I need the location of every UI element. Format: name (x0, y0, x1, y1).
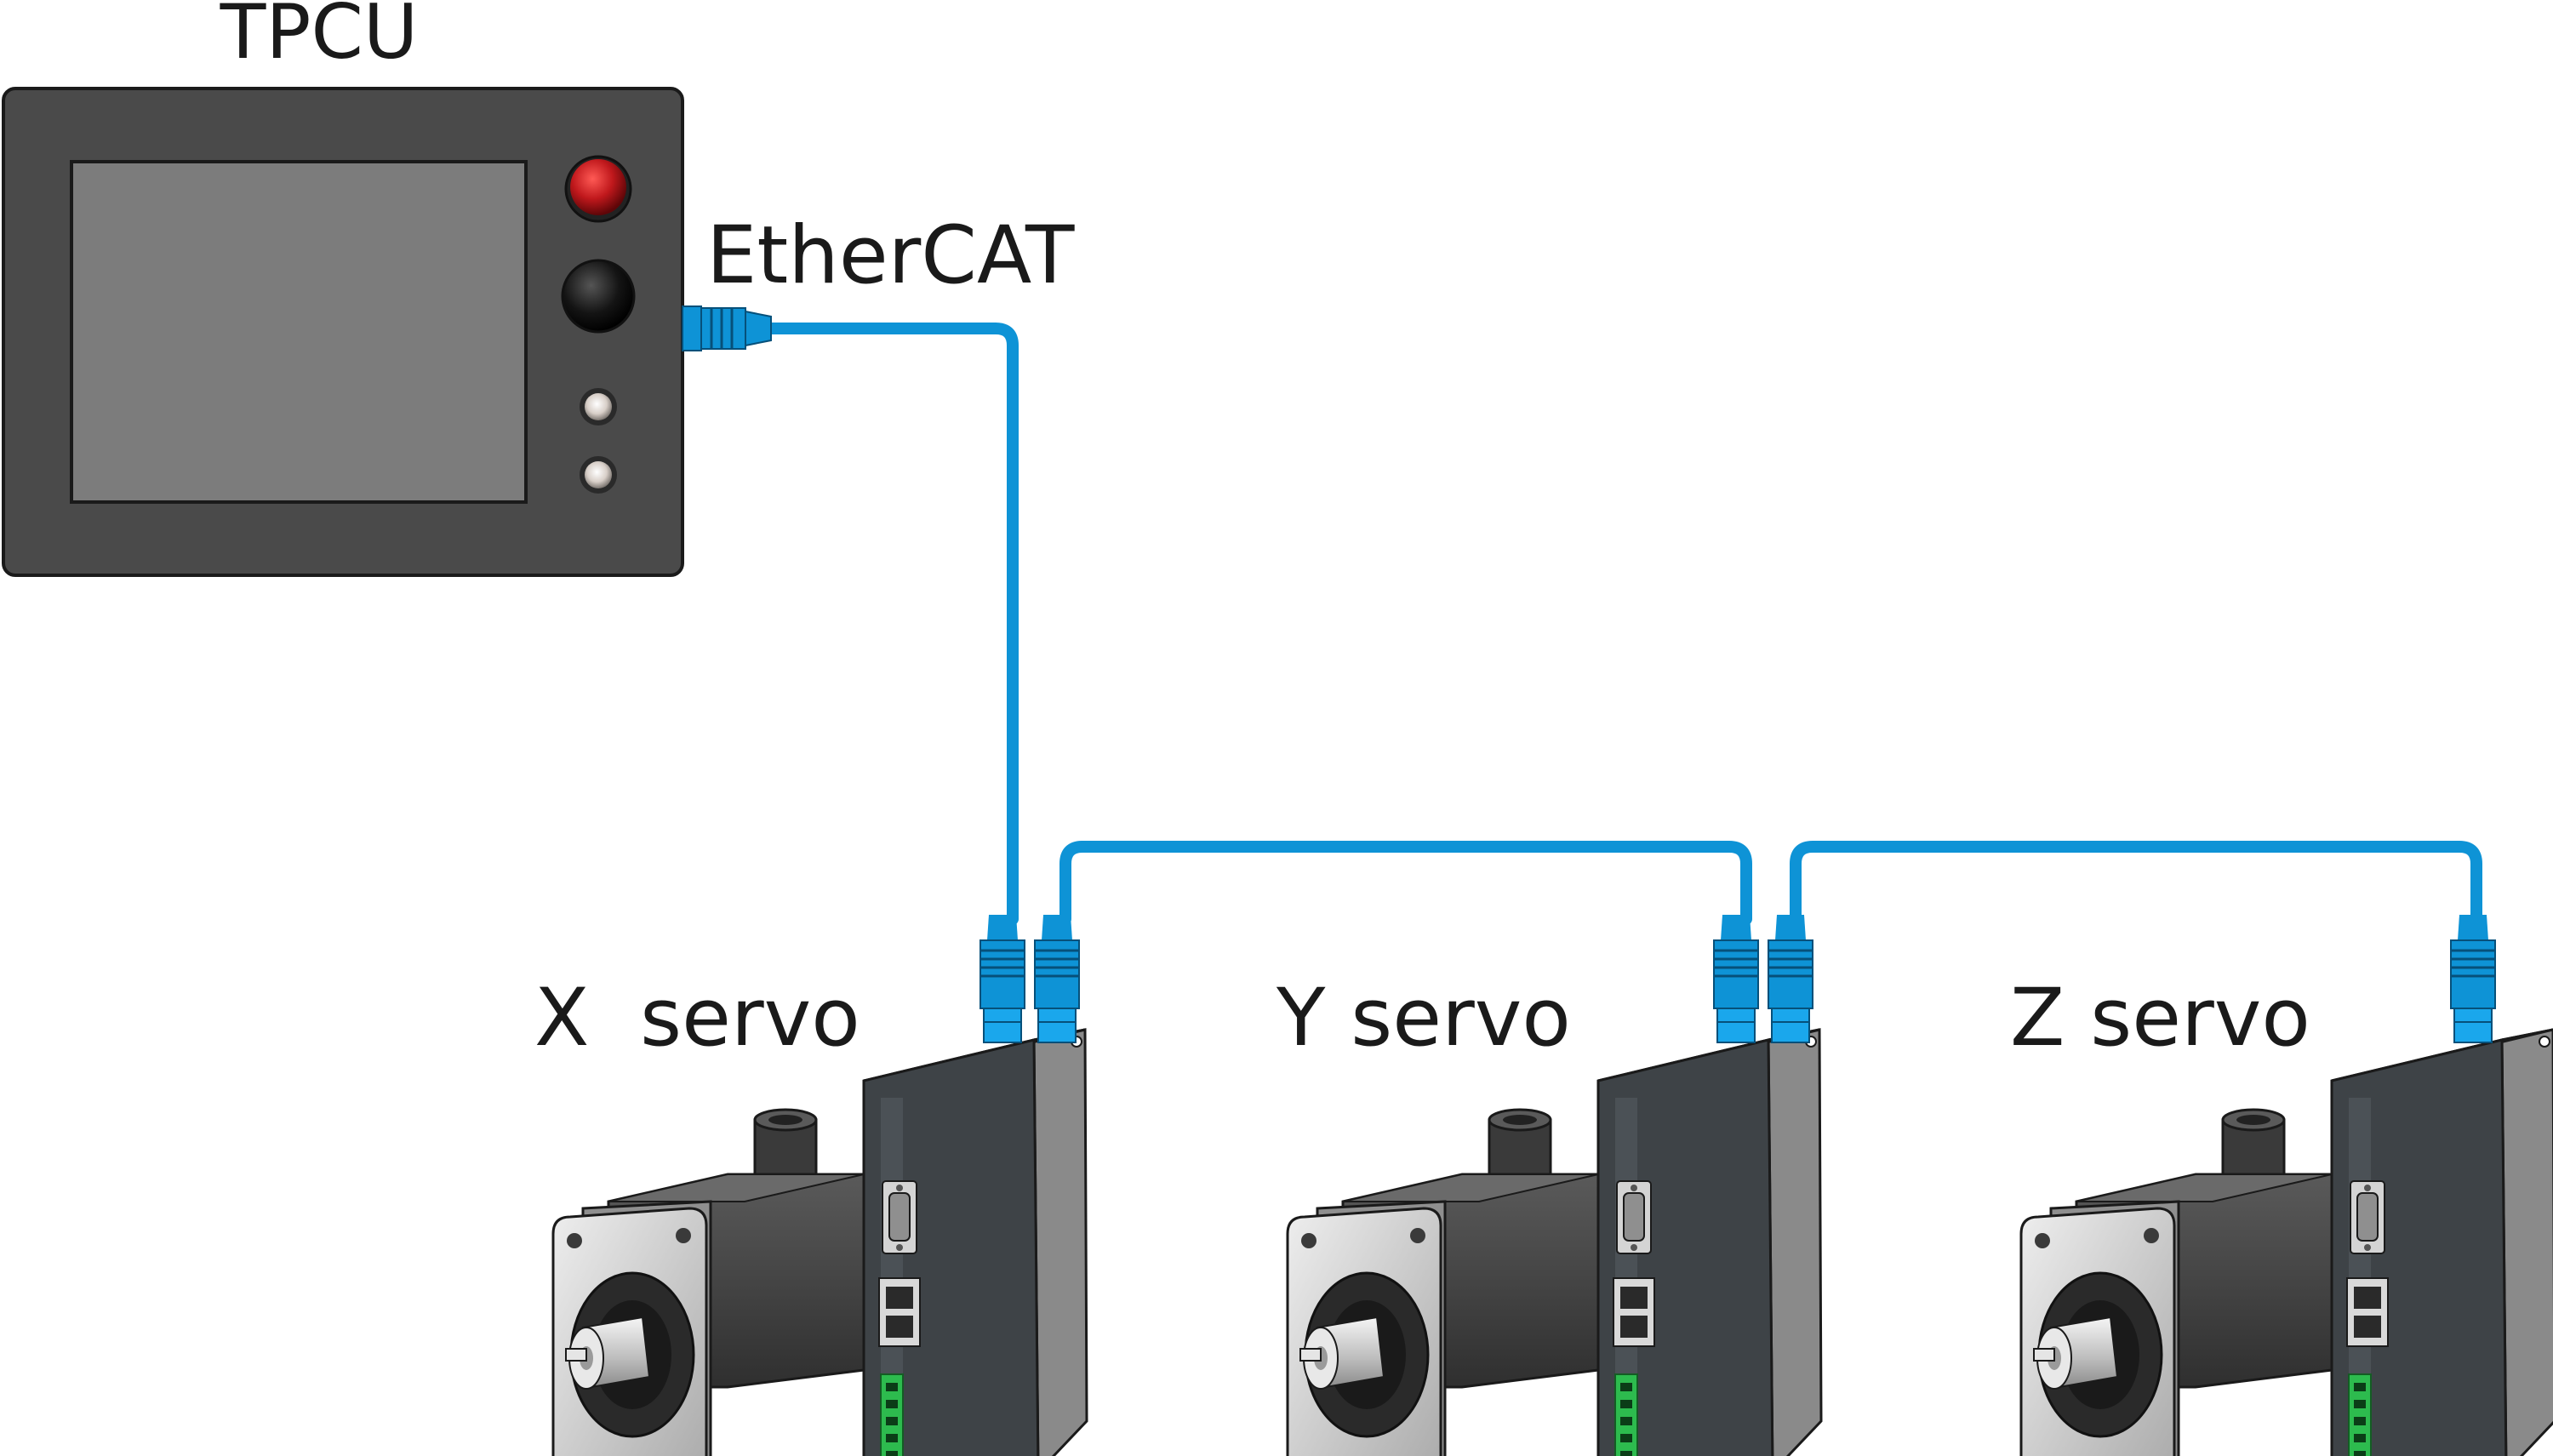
cable-tpcu-to-x (760, 323, 1019, 925)
emergency-stop-button[interactable] (564, 155, 632, 223)
controller-screen (70, 160, 528, 504)
servo-x-label: X servo (534, 972, 860, 1065)
servo-z-label: Z servo (2010, 972, 2310, 1065)
cable-x-to-y (1059, 841, 1752, 925)
controller-label: TPCU (220, 0, 419, 76)
tpcu-controller (2, 87, 772, 577)
black-push-button[interactable] (561, 259, 636, 334)
indicator-light-1 (580, 388, 617, 425)
network-label: EtherCAT (706, 209, 1075, 302)
servo-y-label: Y servo (1276, 972, 1571, 1065)
ethercat-cables (760, 323, 2482, 925)
rj45-connector-icon (682, 305, 772, 351)
cable-y-to-z (1790, 841, 2482, 925)
indicator-light-2 (580, 456, 617, 494)
